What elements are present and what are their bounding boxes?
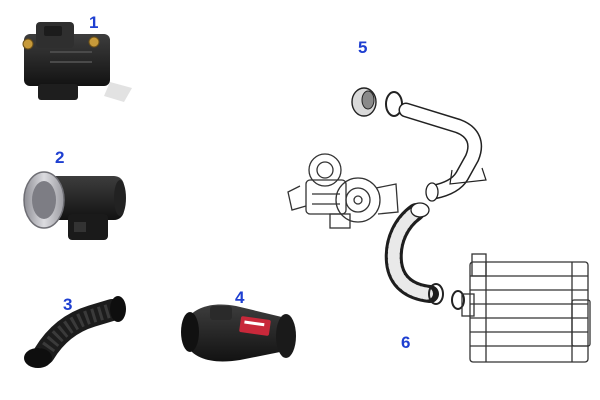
callout-3: 3 [63, 295, 73, 314]
intercooler-icon [461, 253, 591, 363]
callout-2: 2 [55, 148, 65, 167]
air-intake-boot-icon [181, 304, 296, 362]
throttle-position-sensor-icon [22, 22, 132, 102]
intercooler-hose-icon [384, 202, 465, 310]
callout-6: 6 [401, 333, 411, 352]
corrugated-air-hose-icon [24, 296, 126, 368]
turbocharger-icon [287, 153, 399, 229]
callout-4: 4 [235, 288, 245, 307]
mass-air-flow-sensor-icon [23, 171, 126, 240]
callout-1: 1 [89, 13, 99, 32]
intercooler-pipe-icon [351, 87, 487, 202]
callout-5: 5 [358, 38, 368, 57]
